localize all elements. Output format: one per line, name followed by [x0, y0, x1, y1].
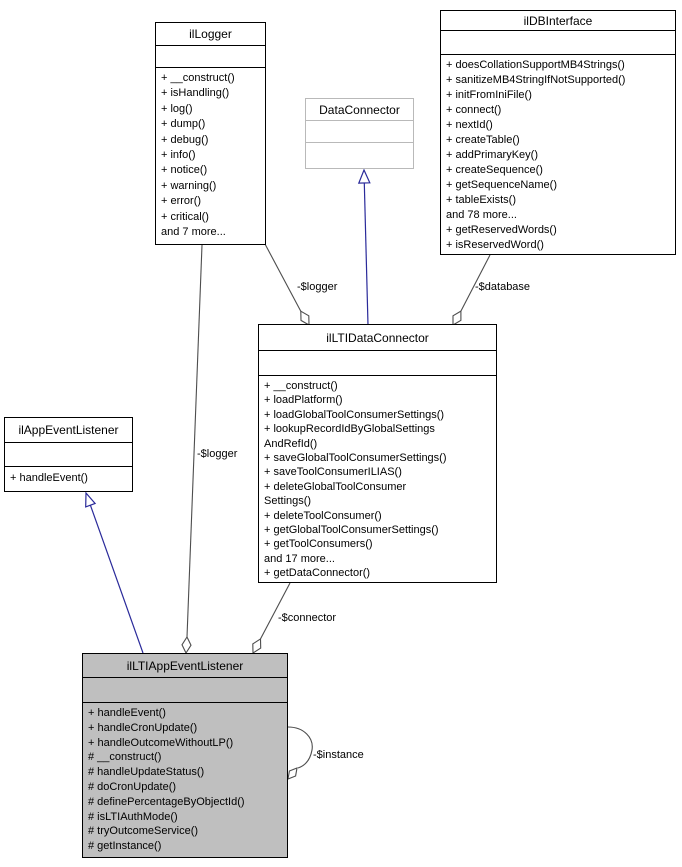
method-label: + warning() [161, 179, 217, 192]
method-label: # tryOutcomeService() [88, 825, 199, 838]
method-label: + saveToolConsumerILIAS() [264, 466, 402, 479]
methods-compartment: + handleEvent() [5, 467, 132, 491]
edge-self-instance [287, 726, 313, 780]
class-node-dataconnector: DataConnector [305, 98, 414, 169]
class-node-illtidataconnector[interactable]: ilLTIDataConnector + __construct() + load… [258, 324, 497, 583]
method-label: # isLTIAuthMode() [88, 810, 178, 823]
method-label: + handleEvent() [10, 472, 88, 484]
method-label: + connect() [446, 104, 502, 116]
method-label: + doesCollationSupportMB4Strings() [446, 59, 625, 71]
edge-inheritance-appeventlistener [85, 491, 144, 654]
class-node-ildbinterface[interactable]: ilDBInterface + doesCollationSupportMB4S… [440, 10, 676, 255]
method-label: + log() [161, 102, 193, 115]
class-title: ilLogger [156, 23, 265, 46]
method-label: + handleOutcomeWithoutLP() [88, 736, 234, 749]
method-label: + handleEvent() [88, 707, 166, 719]
edge-inheritance-dataconnector [357, 168, 371, 326]
method-label: + notice() [161, 164, 208, 177]
class-title: ilLTIAppEventListener [83, 654, 287, 678]
method-label: # doCronUpdate() [88, 780, 177, 793]
class-node-illtiappeventlistener[interactable]: ilLTIAppEventListener + handleEvent()+ h… [82, 653, 288, 858]
method-label: # definePercentageByObjectId() [88, 795, 245, 808]
methods-compartment: + __construct() + loadPlatform()+ loadGlo… [259, 376, 496, 582]
method-label: # __construct() [88, 751, 162, 764]
class-title: ilLTIDataConnector [259, 325, 496, 351]
class-node-illogger[interactable]: ilLogger + __construct()+ isHandling()+ … [155, 22, 266, 245]
method-label: + isReservedWord() [446, 239, 544, 251]
method-label: + saveGlobalToolConsumerSettings() [264, 452, 447, 465]
method-label: + __construct() [264, 380, 338, 392]
method-label: + info() [161, 149, 196, 162]
method-label: AndRefId() [264, 437, 318, 450]
method-label: + handleCronUpdate() [88, 721, 198, 734]
method-label: + isHandling() [161, 87, 230, 100]
attributes-compartment [83, 678, 287, 703]
method-label: + loadPlatform() [264, 394, 343, 407]
edge-label-database: -$database [475, 281, 531, 293]
edge-label-connector: -$connector [278, 612, 337, 624]
method-label: + createTable() [446, 134, 520, 146]
attributes-compartment [306, 121, 413, 143]
methods-compartment: + __construct() + isHandling() + log() + du… [156, 68, 265, 244]
method-label: + getReservedWords() [446, 224, 557, 236]
method-label: + createSequence() [446, 164, 543, 176]
method-label: and 17 more... [264, 552, 335, 565]
method-label: + lookupRecordIdByGlobalSettings [264, 423, 435, 436]
edge-label-instance: -$instance [313, 749, 364, 761]
method-label: + loadGlobalToolConsumerSettings() [264, 408, 445, 421]
method-label: Settings() [264, 495, 312, 508]
method-label: + getSequenceName() [446, 179, 557, 191]
method-label: + __construct() [161, 72, 235, 84]
method-label: + dump() [161, 118, 206, 131]
class-node-ilappeventlistener[interactable]: ilAppEventListener + handleEvent() [4, 417, 133, 492]
methods-compartment: + handleEvent() + handleCronUpdate() + han… [83, 703, 287, 857]
method-label: + critical() [161, 210, 209, 223]
method-label: + getToolConsumers() [264, 538, 373, 551]
method-label: + initFromIniFile() [446, 89, 532, 101]
edge-label-logger-main: -$logger [197, 448, 238, 460]
method-label: + getGlobalToolConsumerSettings() [264, 524, 439, 537]
method-label: and 78 more... [446, 209, 517, 221]
method-label: + deleteToolConsumer() [264, 509, 382, 522]
method-label: + addPrimaryKey() [446, 149, 539, 161]
attributes-compartment [5, 443, 132, 467]
attributes-compartment [259, 351, 496, 376]
method-label: + tableExists() [446, 194, 516, 206]
methods-compartment [306, 143, 413, 168]
attributes-compartment [441, 31, 675, 55]
attributes-compartment [156, 46, 265, 68]
method-label: + getDataConnector() [264, 567, 371, 580]
class-title: ilAppEventListener [5, 418, 132, 443]
method-label: + error() [161, 195, 202, 208]
class-title: DataConnector [306, 99, 413, 121]
method-label: and 7 more... [161, 226, 226, 239]
methods-compartment: + doesCollationSupportMB4Strings() + sani… [441, 55, 675, 254]
method-label: # handleUpdateStatus() [88, 766, 205, 779]
edge-label-logger-data: -$logger [297, 281, 338, 293]
method-label: + deleteGlobalToolConsumer [264, 480, 407, 493]
method-label: # getInstance() [88, 840, 162, 853]
method-label: + debug() [161, 133, 209, 146]
method-label: + sanitizeMB4StringIfNotSupported() [446, 74, 626, 86]
class-title: ilDBInterface [441, 11, 675, 31]
method-label: + nextId() [446, 119, 493, 131]
